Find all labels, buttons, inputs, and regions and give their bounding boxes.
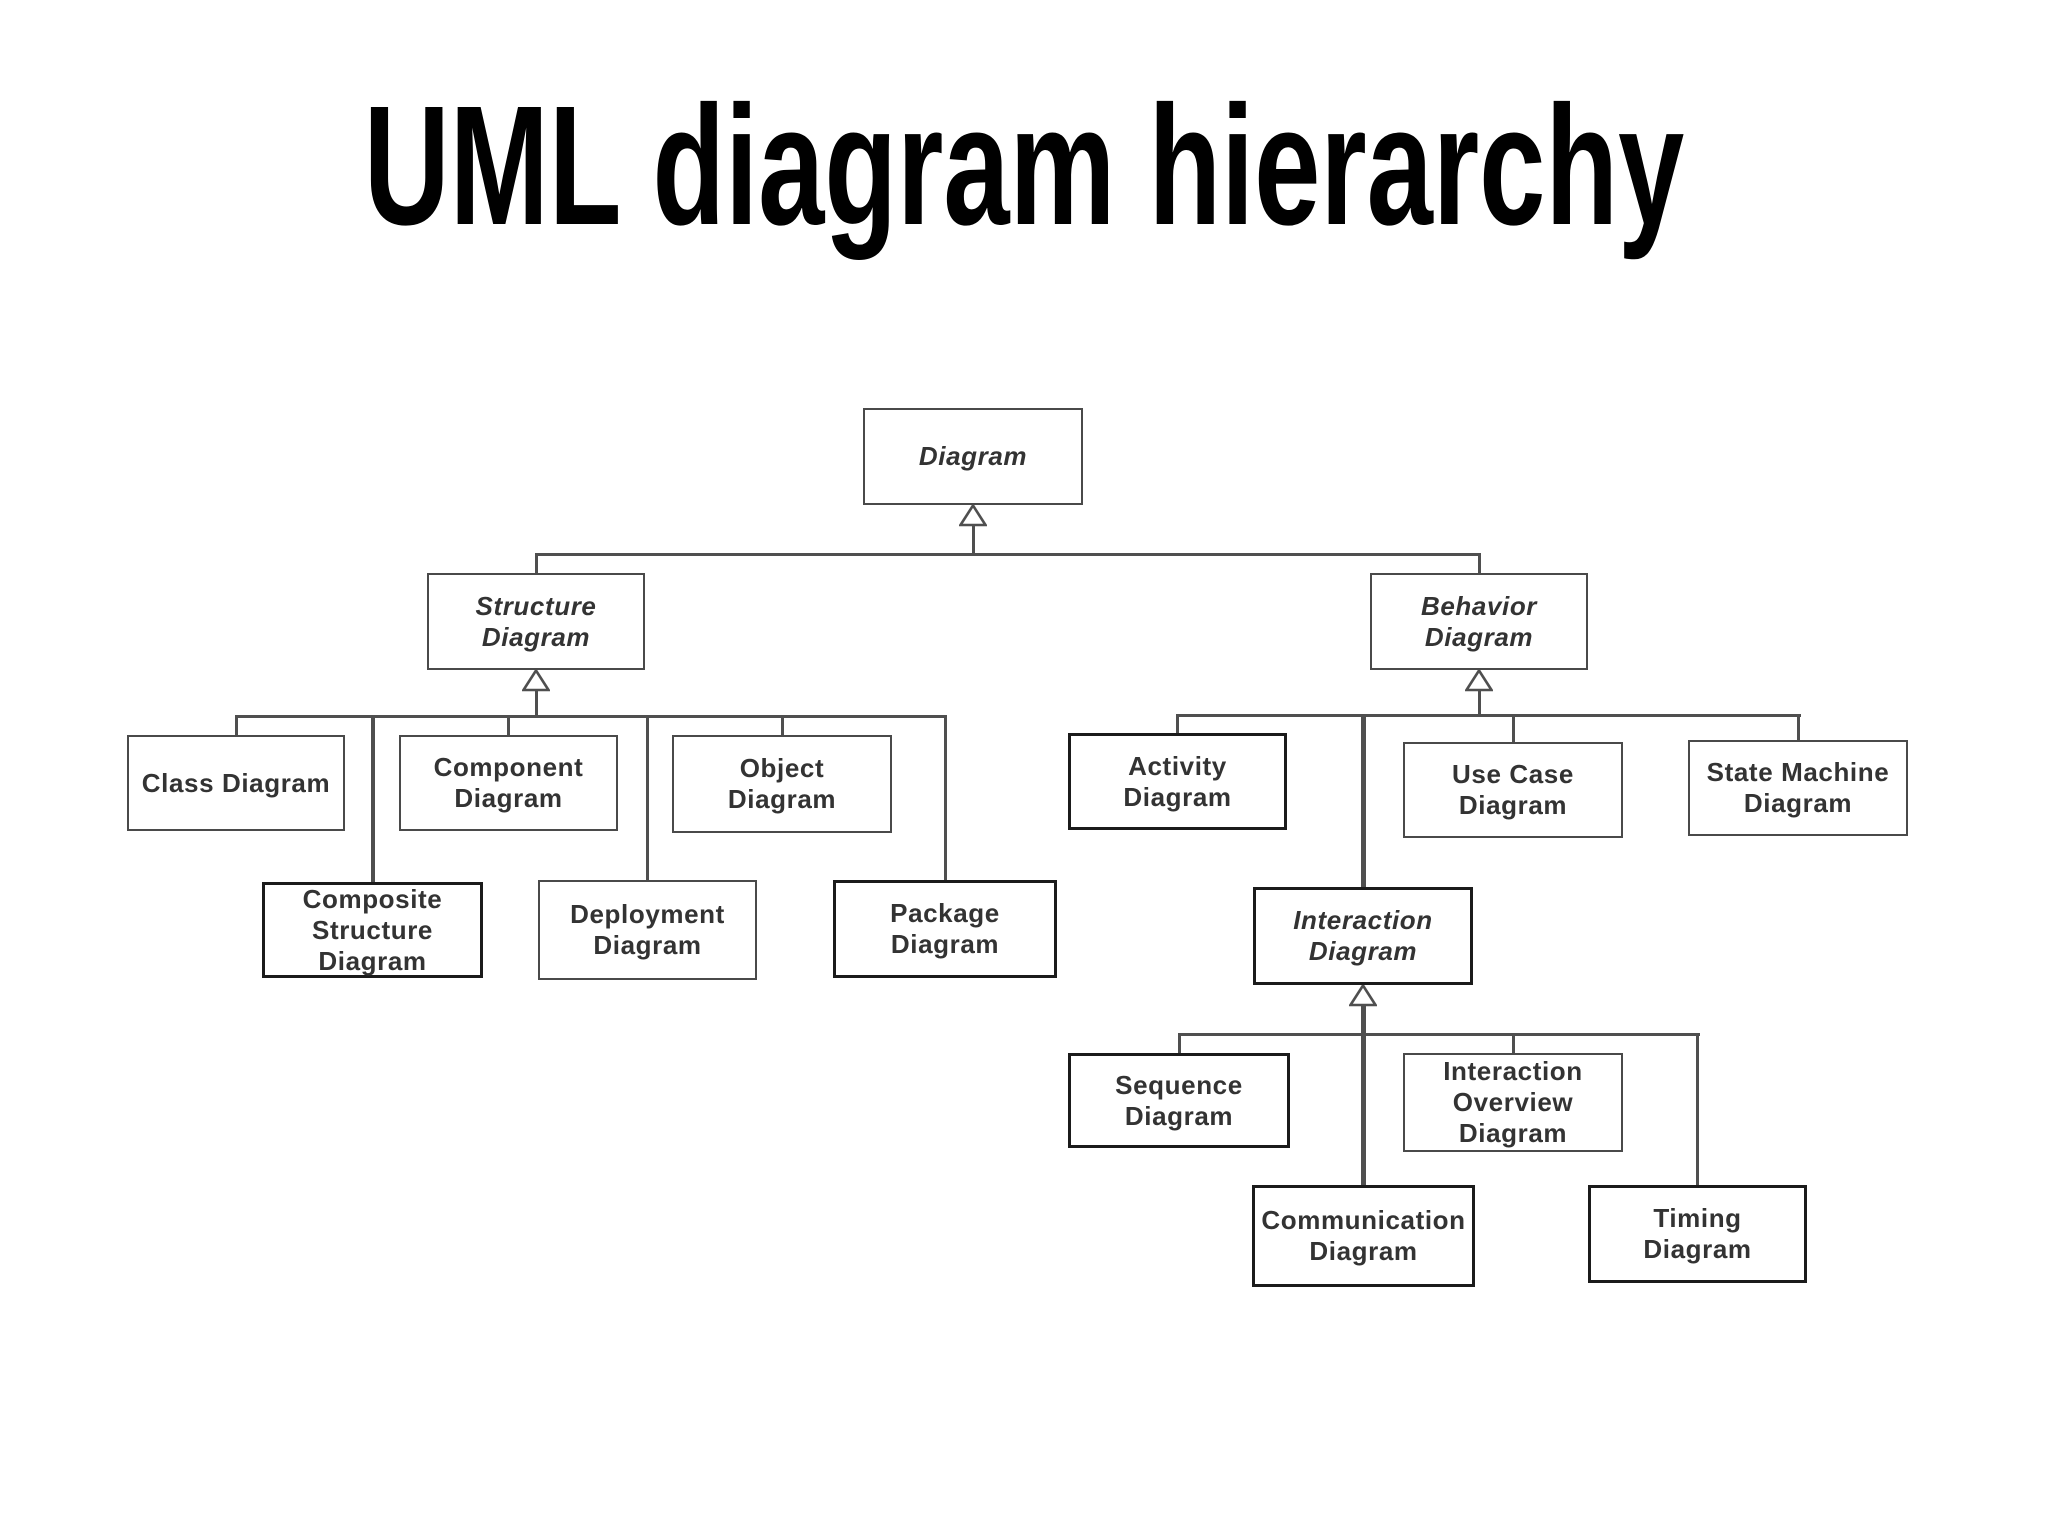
connector-line bbox=[944, 715, 947, 882]
connector-line bbox=[972, 525, 975, 555]
node-label-line: Interaction bbox=[1293, 905, 1433, 935]
node-label-line: Diagram bbox=[890, 929, 1000, 959]
connector-line bbox=[535, 553, 538, 575]
connector-line bbox=[235, 715, 238, 737]
connector-line bbox=[1512, 714, 1515, 744]
connector-line bbox=[507, 715, 510, 737]
connector-line bbox=[1361, 1005, 1366, 1035]
connector-line bbox=[1361, 714, 1366, 889]
node-label-line: Diagram bbox=[481, 621, 591, 652]
connector-line bbox=[781, 715, 784, 737]
node-label-line: Overview bbox=[1452, 1087, 1574, 1117]
node-label-line: Communication bbox=[1261, 1205, 1466, 1235]
generalization-arrow-icon bbox=[1348, 983, 1378, 1007]
generalization-arrow-icon bbox=[958, 503, 988, 527]
node-label-line: Diagram bbox=[454, 783, 563, 813]
connector-line bbox=[535, 553, 1481, 556]
node-label-line: Class Diagram bbox=[141, 767, 331, 798]
node-label-line: Structure bbox=[312, 914, 433, 945]
node-label-line: Object bbox=[739, 753, 825, 783]
connector-line bbox=[1478, 553, 1481, 575]
node-label-line: Diagram bbox=[1424, 621, 1534, 652]
connector-line bbox=[1177, 714, 1801, 717]
node-label-line: Diagram bbox=[1743, 788, 1853, 818]
node-label-line: Sequence bbox=[1115, 1069, 1243, 1100]
node-label-line: Composite bbox=[302, 883, 443, 914]
node-diagram: Diagram bbox=[863, 408, 1083, 505]
node-label-line: Use Case bbox=[1452, 759, 1574, 789]
node-label-line: Activity bbox=[1128, 750, 1227, 781]
node-label-line: Diagram bbox=[1308, 936, 1418, 966]
node-label-line: Diagram bbox=[1643, 1234, 1752, 1264]
generalization-arrow-icon bbox=[1464, 668, 1494, 692]
node-label-line: State Machine bbox=[1706, 757, 1890, 787]
connector-line bbox=[1178, 1033, 1700, 1036]
node-label-line: Structure bbox=[475, 590, 597, 621]
node-label-line: Package bbox=[890, 898, 1000, 928]
node-label-line: Diagram bbox=[918, 441, 1028, 471]
node-label-line: Component bbox=[433, 752, 584, 782]
connector-line bbox=[1361, 1033, 1366, 1187]
node-label-line: Diagram bbox=[593, 930, 702, 960]
connector-line bbox=[1696, 1033, 1699, 1187]
node-label-line: Timing bbox=[1653, 1203, 1742, 1233]
connector-line bbox=[1478, 690, 1481, 716]
connector-line bbox=[1512, 1033, 1515, 1055]
connector-line bbox=[1797, 714, 1800, 742]
node-label-line: Deployment bbox=[570, 899, 725, 929]
node-label-line: Diagram bbox=[727, 784, 837, 814]
node-label-line: Diagram bbox=[1458, 1118, 1568, 1148]
node-label-line: Interaction bbox=[1443, 1056, 1583, 1086]
node-class-diagram: Class Diagram bbox=[127, 735, 345, 831]
generalization-arrow-icon bbox=[521, 668, 551, 692]
node-label-line: Diagram bbox=[318, 945, 427, 976]
connector-line bbox=[646, 715, 649, 882]
connector-line bbox=[535, 690, 538, 717]
node-label-line: Diagram bbox=[1309, 1236, 1418, 1266]
connector-line bbox=[1178, 1033, 1181, 1055]
slide-title: UML diagram hierarchy bbox=[363, 71, 1685, 261]
connector-line bbox=[371, 715, 375, 884]
connector-line bbox=[1176, 714, 1179, 735]
node-label-line: Behavior bbox=[1420, 590, 1538, 621]
connector-line bbox=[235, 715, 947, 718]
node-label-line: Diagram bbox=[1123, 781, 1232, 812]
node-label-line: Diagram bbox=[1124, 1100, 1234, 1131]
node-label-line: Diagram bbox=[1458, 790, 1568, 820]
